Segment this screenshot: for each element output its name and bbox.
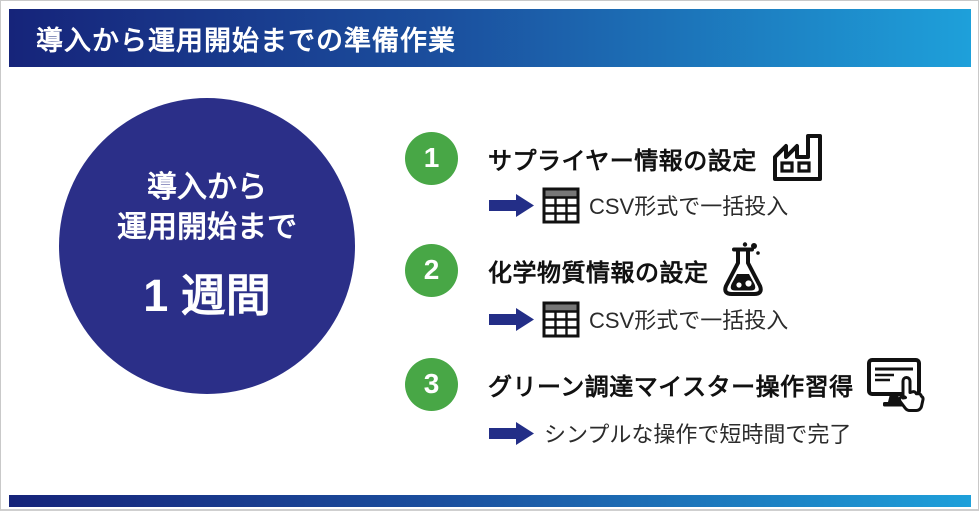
page-title: 導入から運用開始までの準備作業 [36,25,456,56]
flask-icon [721,241,765,299]
step-2-detail: CSV形式で一括投入 [589,308,789,333]
step-2: 2 化学物質情報の設定 [405,241,788,339]
step-1-title: サプライヤー情報の設定 [488,147,757,175]
factory-icon [769,131,827,185]
step-1-number-badge: 1 [405,131,458,185]
step-1: 1 サプライヤー情報の設定 CSV形式で一括投入 [405,131,827,225]
lead-circle-line1: 導入から [147,170,267,204]
lead-circle-line2: 運用開始まで [117,210,297,244]
step-2-title: 化学物質情報の設定 [488,259,709,287]
arrow-right-icon [489,193,535,218]
lead-time-circle: 導入から 運用開始まで 1 週間 [59,98,355,394]
step-3-title: グリーン調達マイスター操作習得 [488,373,854,401]
table-icon [542,187,580,224]
monitor-touch-icon [866,355,926,413]
table-icon [542,301,580,338]
step-1-detail: CSV形式で一括投入 [589,194,789,219]
step-2-number-badge: 2 [405,243,458,297]
step-3-detail: シンプルな操作で短時間で完了 [544,422,852,447]
header-bar: 導入から運用開始までの準備作業 [9,9,971,67]
step-3-number-badge: 3 [405,357,458,411]
step-3: 3 グリーン調達マイスター操作習得 シンプルな操作で短時間で完了 [405,355,926,453]
lead-circle-duration: 1 週間 [143,270,271,322]
arrow-right-icon [489,307,535,332]
arrow-right-icon [489,421,535,446]
footer-bar [9,495,971,507]
